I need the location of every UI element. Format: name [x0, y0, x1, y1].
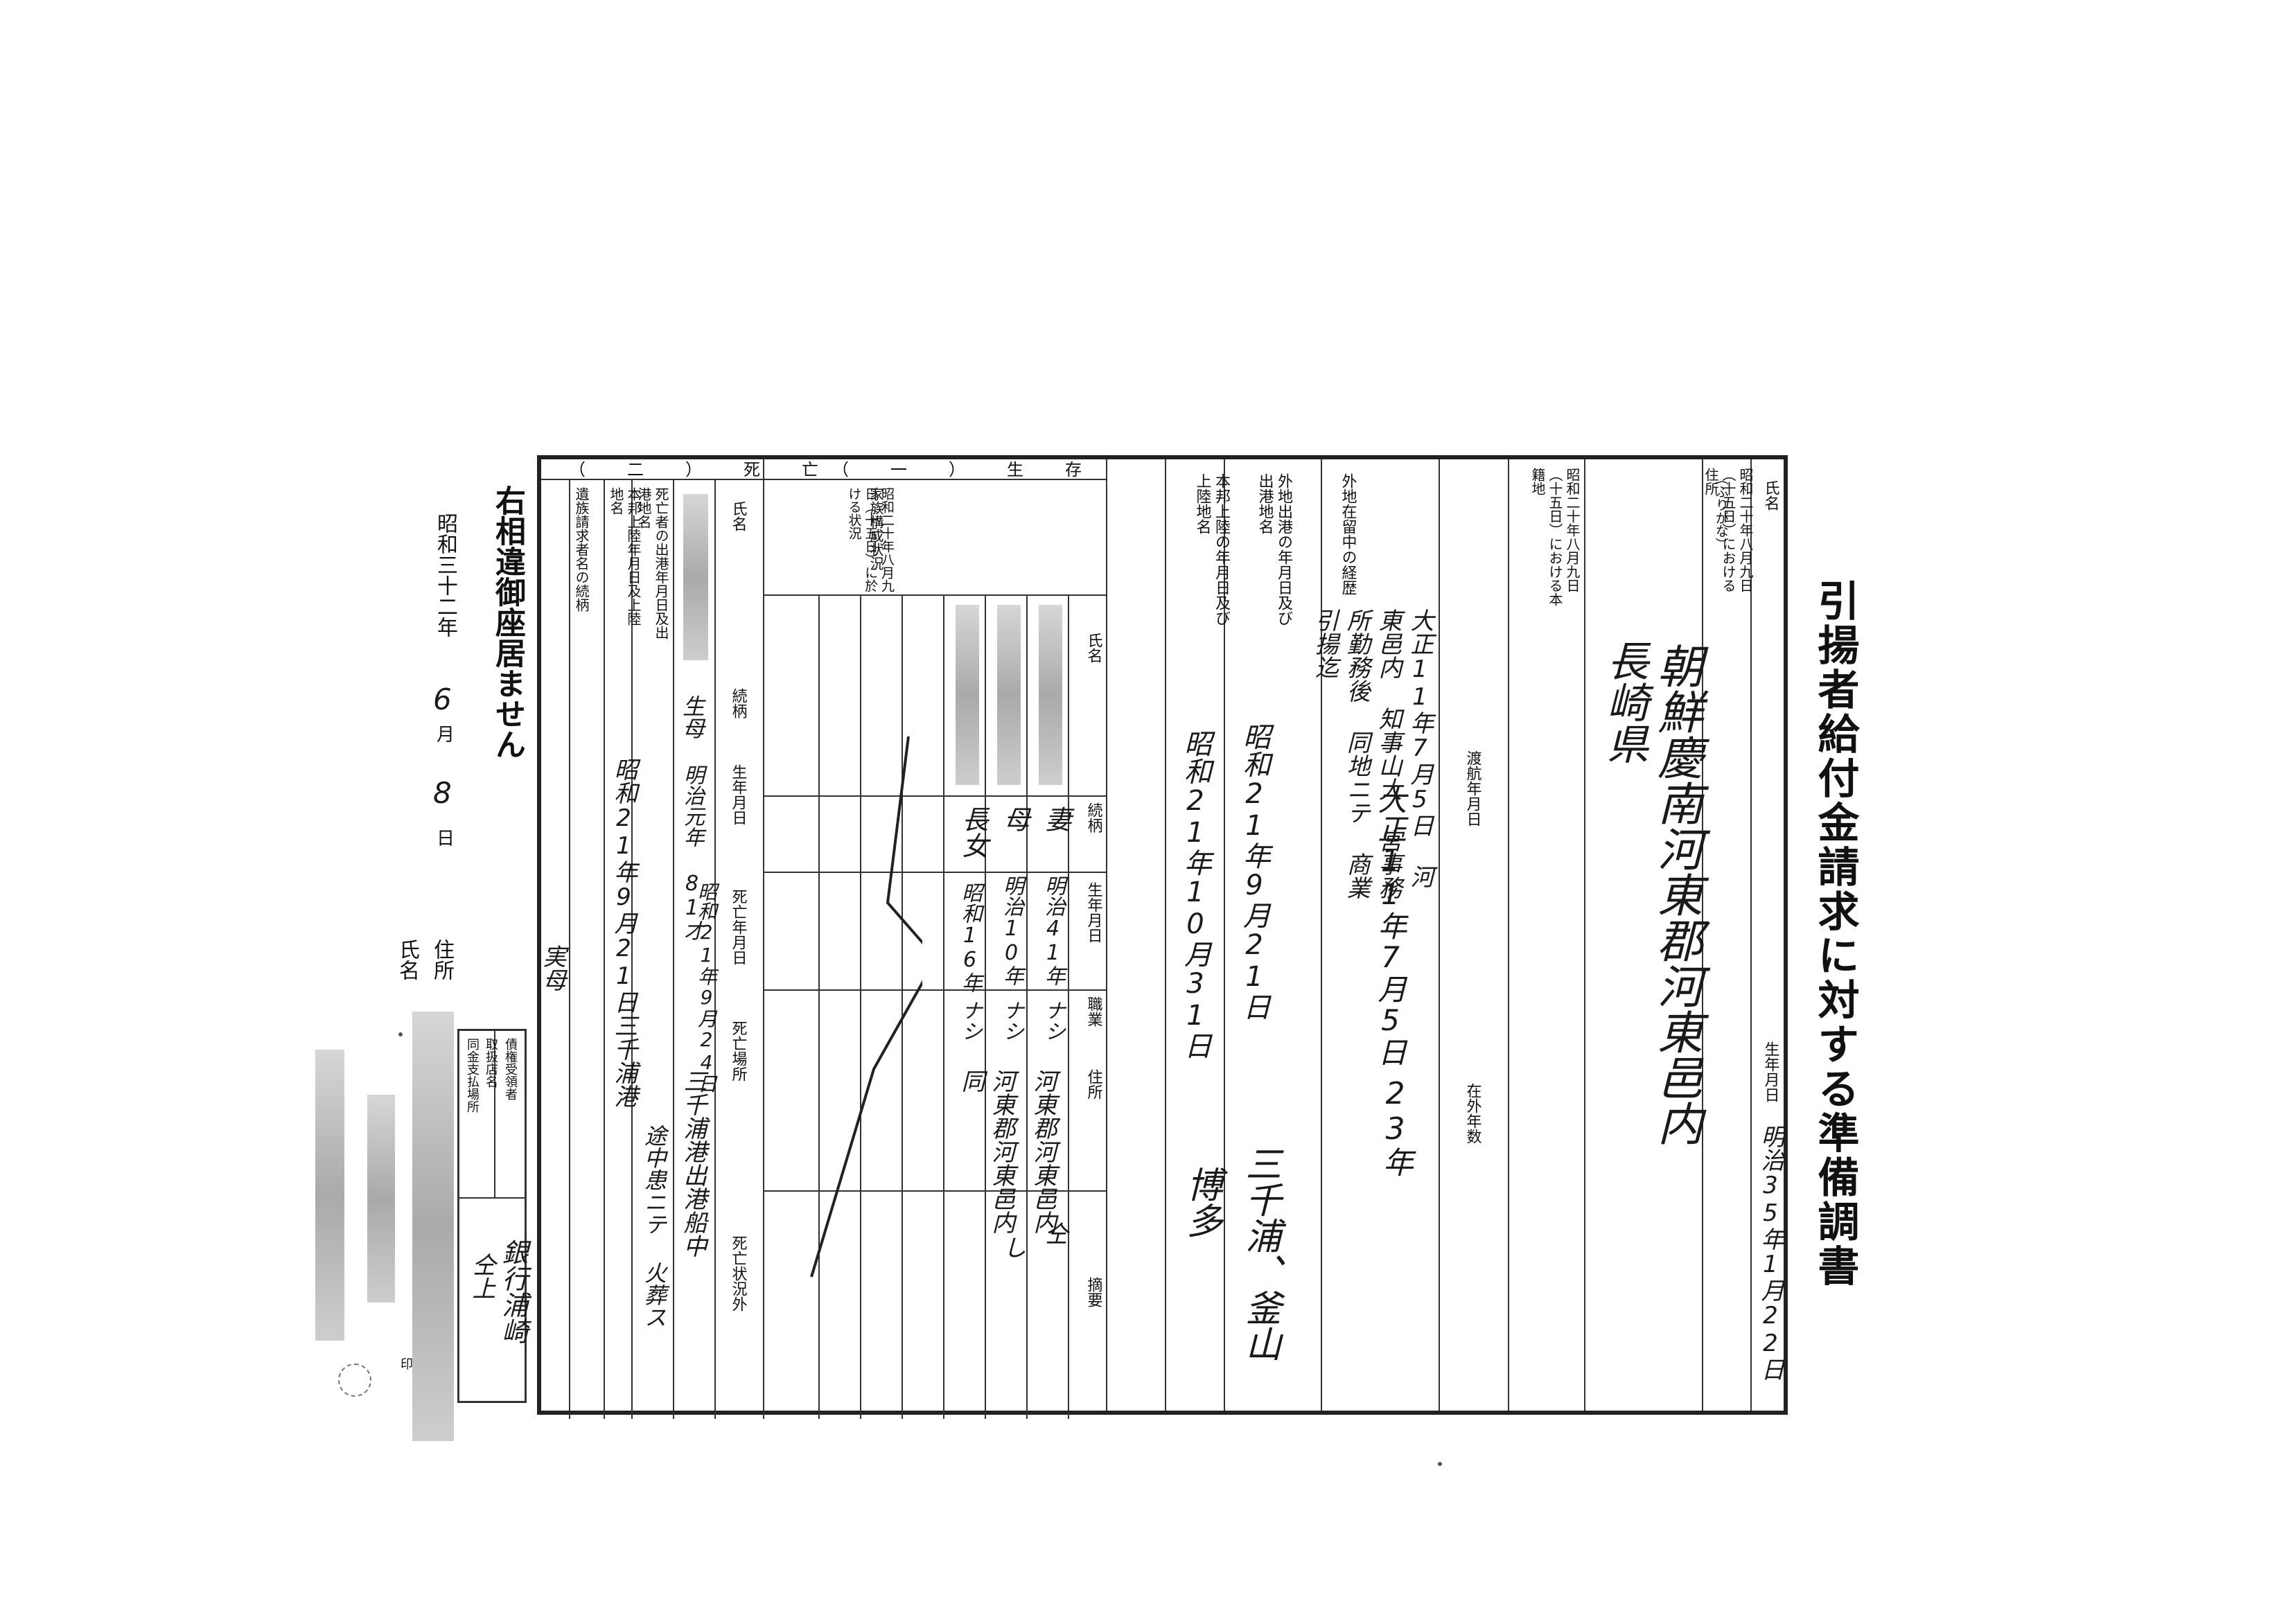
- dead-col-situation: 死亡状況外: [729, 1235, 747, 1312]
- domicile-label: 昭和二十年八月九日（十五日）における本籍地: [1529, 468, 1581, 606]
- living-col-name: 氏名: [1084, 633, 1102, 663]
- living-row-note: し: [999, 1235, 1026, 1259]
- declaration-date-label: 昭和三十二年: [433, 513, 457, 637]
- redacted-address: [367, 1095, 395, 1303]
- claimant-label: 遺族請求者名の続柄: [573, 487, 590, 612]
- claimant-value: 実母: [538, 944, 566, 991]
- dead-col-name: 氏名: [729, 501, 747, 531]
- recipient-value-0: 仝上: [468, 1253, 495, 1300]
- recipient-label-1: 取扱店名: [484, 1038, 498, 1088]
- living-col-relation: 続柄: [1084, 802, 1102, 833]
- dead-section-title: （二）死亡: [569, 460, 860, 479]
- month-char: 月: [437, 725, 455, 745]
- living-situation-label: 昭和二十年八月九日（十五日）に於ける状況: [846, 487, 895, 592]
- address-label: 昭和二十年八月九日（十五日）における住所: [1703, 468, 1754, 592]
- dead-row-relation: 生母: [679, 695, 705, 739]
- departure-port: 三千浦、釜山: [1239, 1145, 1281, 1361]
- dead-departure-label: 死亡者の出港年月日及出港地名: [635, 487, 669, 639]
- recipient-value-1: 銀行浦崎: [498, 1239, 528, 1344]
- address-label: 住所: [430, 939, 454, 980]
- dead-row-deathdate: 昭和21年9月24日: [695, 882, 718, 1093]
- dead-col-relation: 続柄: [729, 688, 747, 718]
- living-col-address: 住所: [1084, 1069, 1102, 1100]
- dead-row-situation: 途中患ニテ 火葬ス: [641, 1124, 667, 1328]
- birthdate-label: 生年月日: [1761, 1041, 1779, 1102]
- recipient-label-0: 債権受領者: [503, 1038, 518, 1100]
- emigration-label: 渡航年月日: [1463, 750, 1481, 827]
- living-row-address: 河東郡河東邑内: [1029, 1069, 1057, 1234]
- domicile-value: 長崎県: [1600, 639, 1648, 764]
- years-abroad-label: 在外年数: [1463, 1083, 1481, 1144]
- dead-col-deathdate: 死亡年月日: [729, 889, 747, 965]
- seal-mark: 印: [401, 1357, 413, 1372]
- arrival-label: 本邦上陸の年月日及び上陸地名: [1193, 473, 1231, 626]
- living-row-relation: 長女: [958, 806, 988, 858]
- living-col-note: 摘要: [1084, 1277, 1102, 1307]
- living-row-relation: 妻: [1041, 806, 1071, 832]
- day-char: 日: [437, 829, 455, 849]
- living-row-relation: 母: [999, 806, 1030, 832]
- living-row-birth: 昭和16年: [958, 882, 982, 993]
- scan-dot: [398, 1032, 403, 1036]
- declaration-statement: 右相違御座居ません: [490, 485, 525, 759]
- birthdate-value: 明治35年1月22日: [1757, 1124, 1784, 1381]
- living-row-occupation: ナシ: [999, 1000, 1023, 1041]
- living-row-birth: 明治10年: [999, 875, 1023, 986]
- living-row-address: 河東郡河東邑内: [987, 1069, 1015, 1234]
- scan-dot: [1438, 1462, 1442, 1466]
- redacted-name: [683, 494, 708, 660]
- redacted-name: [1039, 605, 1062, 785]
- redacted-name: [997, 605, 1021, 785]
- declaration-month: 6: [433, 682, 452, 716]
- address-value: 朝鮮慶南河東郡河東邑内: [1650, 643, 1703, 1146]
- overseas-history-value: 大正11年7月5日 河東邑内 知事山大 宮事務所勤務後 同地ニテ 商業引揚迄: [1310, 608, 1434, 899]
- declaration-day: 8: [433, 776, 452, 810]
- arrival-port: 博多: [1180, 1166, 1222, 1238]
- dead-arrival-label: 本邦上陸年月日及上陸地名: [608, 487, 642, 626]
- living-family-label: 家族構成状況: [868, 487, 884, 570]
- name-label: 氏名: [395, 939, 419, 980]
- living-row-address: 同: [957, 1069, 985, 1093]
- living-col-birth: 生年月日: [1084, 882, 1102, 943]
- arrival-date: 昭和21年10月31日: [1179, 730, 1211, 1059]
- redacted-address: [315, 1050, 344, 1341]
- redacted-name: [412, 1012, 454, 1441]
- dead-col-place: 死亡場所: [729, 1021, 747, 1082]
- recipient-box: 債権受領者 取扱店名 同金支払場所 仝上 銀行浦崎: [457, 1029, 528, 1403]
- name-label: 氏名: [1761, 480, 1779, 511]
- living-row-birth: 明治41年: [1041, 875, 1065, 986]
- departure-label: 外地出港の年月日及び出港地名: [1256, 473, 1293, 626]
- living-col-occupation: 職業: [1084, 996, 1102, 1027]
- recipient-label-2: 同金支払場所: [465, 1038, 480, 1113]
- emigration-value: 大正11年7月5日: [1373, 785, 1407, 1066]
- furigana-label: （ふりがな）: [1713, 472, 1729, 551]
- living-section-title: （一）生存: [832, 460, 1123, 479]
- seal-stamp: [338, 1363, 371, 1397]
- living-row-occupation: ナシ: [1041, 1000, 1065, 1041]
- departure-date: 昭和21年9月21日: [1238, 723, 1270, 1021]
- document-title: 引揚者給付金請求に対する準備調書: [1811, 579, 1859, 1289]
- years-abroad-value: 23年: [1378, 1076, 1413, 1177]
- form-table: 氏名 生年月日 明治35年1月22日 （ふりがな） 昭和二十年八月九日（十五日）…: [537, 455, 1788, 1419]
- living-row-occupation: ナシ: [958, 1000, 982, 1041]
- living-row-note: 仝: [1040, 1221, 1068, 1245]
- overseas-history-label: 外地在留中の経歴: [1339, 473, 1357, 595]
- strikethrough-line: [810, 736, 922, 1278]
- redacted-name: [956, 605, 979, 785]
- dead-col-birth: 生年月日: [729, 764, 747, 825]
- dead-row-place: 三千浦港出港船中: [679, 1069, 707, 1257]
- dead-departure-value: 昭和21年9月21日三千浦港: [610, 757, 638, 1108]
- dead-row-birth: 明治元年 81才: [680, 764, 704, 941]
